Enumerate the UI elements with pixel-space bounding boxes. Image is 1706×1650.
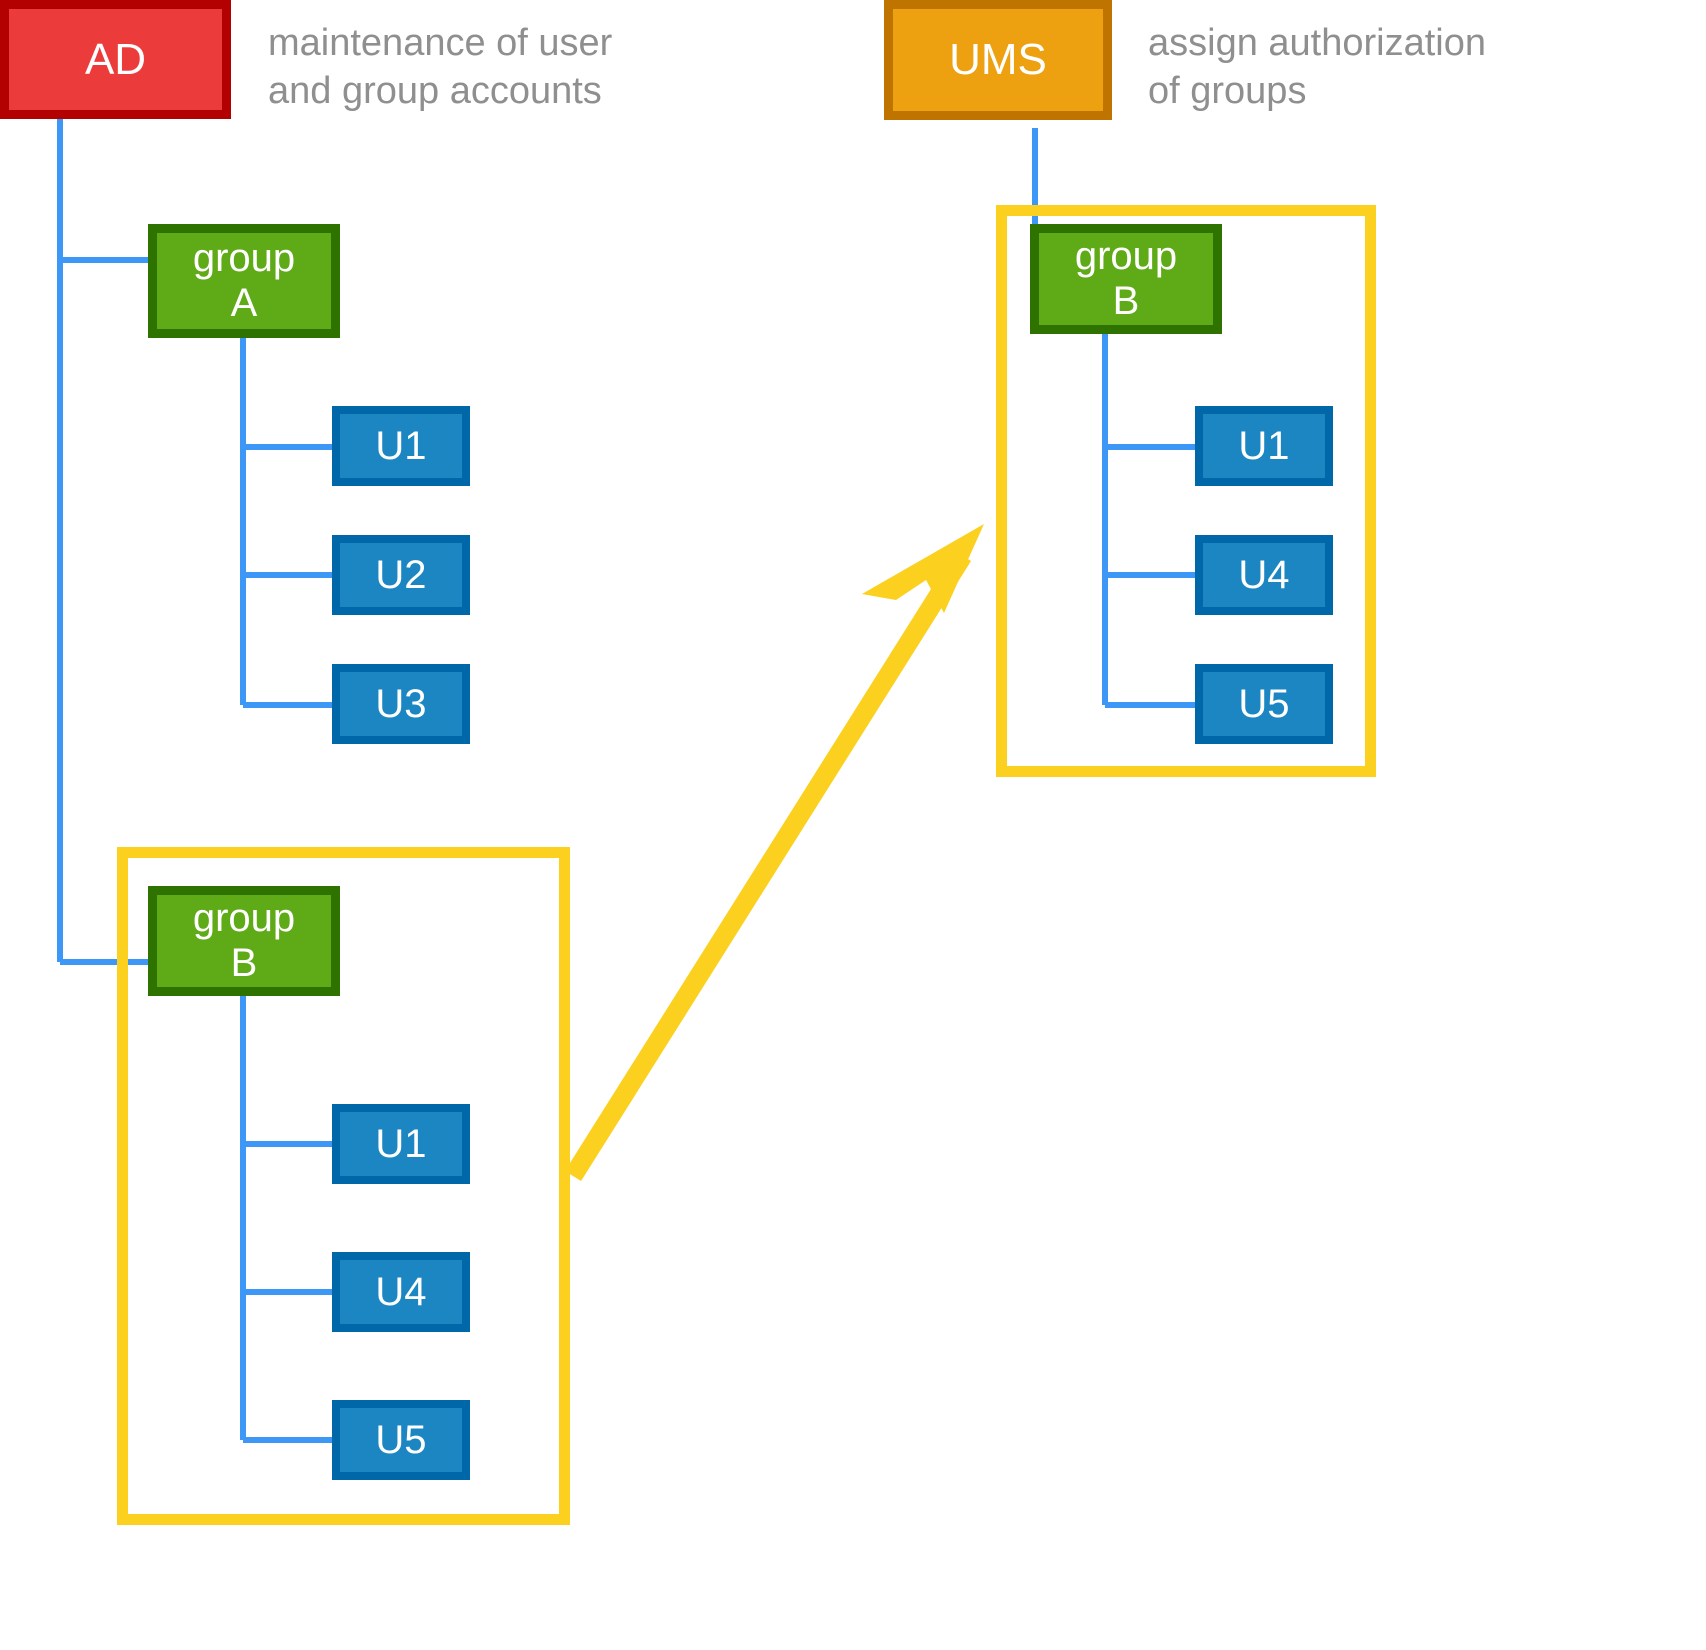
node-group-b-left-user-u1[interactable]: U1 <box>332 1104 470 1184</box>
node-group-b-left-user-u4[interactable]: U4 <box>332 1252 470 1332</box>
node-user-label: U1 <box>375 1121 427 1166</box>
node-user-label: U5 <box>1238 681 1290 726</box>
node-group-b-left[interactable]: group B <box>148 886 340 996</box>
caption-ums: assign authorization of groups <box>1148 22 1486 112</box>
node-group-a-user-u2[interactable]: U2 <box>332 535 470 615</box>
node-group-b-right-user-u5[interactable]: U5 <box>1195 664 1333 744</box>
node-group-b-right[interactable]: group B <box>1030 224 1222 334</box>
node-ums-label: UMS <box>949 35 1047 85</box>
node-user-label: U4 <box>1238 552 1290 597</box>
node-user-label: U1 <box>1238 423 1290 468</box>
node-group-b-right-user-u4[interactable]: U4 <box>1195 535 1333 615</box>
node-user-label: U3 <box>375 681 427 726</box>
node-ad-label: AD <box>84 34 147 84</box>
node-user-label: U1 <box>375 423 427 468</box>
node-group-a-label: group A <box>192 236 296 325</box>
left-group-b-highlight <box>117 847 570 1525</box>
node-group-b-left-user-u5[interactable]: U5 <box>332 1400 470 1480</box>
node-group-a[interactable]: group A <box>148 224 340 338</box>
right-group-b-highlight <box>996 205 1376 777</box>
node-group-b-right-label: group B <box>1074 234 1178 323</box>
node-group-b-right-user-u1[interactable]: U1 <box>1195 406 1333 486</box>
caption-ad: maintenance of user and group accounts <box>268 22 613 112</box>
node-ums[interactable]: UMS <box>884 0 1112 120</box>
node-user-label: U2 <box>375 552 427 597</box>
node-ad[interactable]: AD <box>0 0 231 119</box>
sync-arrow <box>564 524 984 1182</box>
node-group-b-left-label: group B <box>192 896 296 985</box>
node-user-label: U5 <box>375 1417 427 1462</box>
node-user-label: U4 <box>375 1269 427 1314</box>
node-group-a-user-u3[interactable]: U3 <box>332 664 470 744</box>
node-group-a-user-u1[interactable]: U1 <box>332 406 470 486</box>
